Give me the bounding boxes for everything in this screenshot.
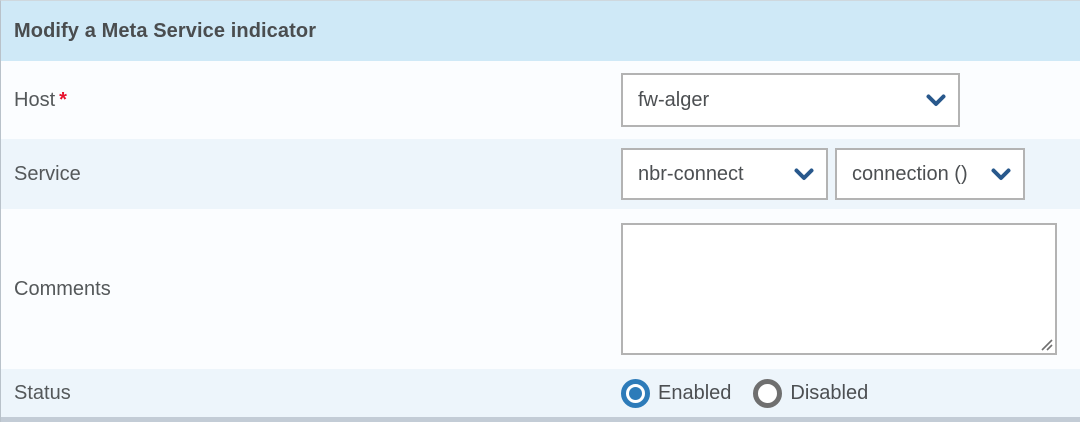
comments-textarea[interactable] <box>621 223 1057 355</box>
chevron-down-icon <box>794 168 814 180</box>
host-label-cell: Host* <box>1 89 621 112</box>
status-label: Status <box>14 381 71 404</box>
chevron-down-icon <box>991 168 1011 180</box>
metric-select-value: connection () <box>852 162 968 185</box>
comments-row: Comments <box>1 209 1080 369</box>
status-enabled-label: Enabled <box>658 381 732 404</box>
host-label: Host <box>14 88 56 111</box>
form-header: Modify a Meta Service indicator <box>1 1 1080 61</box>
status-row: Status Enabled Disabled <box>1 369 1080 417</box>
page-title: Modify a Meta Service indicator <box>14 19 317 42</box>
status-radio-enabled[interactable]: Enabled <box>621 378 732 408</box>
comments-label: Comments <box>14 277 111 300</box>
service-select-value: nbr-connect <box>638 162 744 185</box>
metric-select[interactable]: connection () <box>835 148 1025 200</box>
status-disabled-label: Disabled <box>790 381 869 404</box>
chevron-down-icon <box>926 94 946 106</box>
service-label-cell: Service <box>1 163 621 186</box>
panel-bottom-border <box>1 417 1080 422</box>
radio-selected-icon <box>621 378 650 408</box>
service-label: Service <box>14 162 81 185</box>
service-select[interactable]: nbr-connect <box>621 148 828 200</box>
comments-textarea-wrap <box>621 223 1057 355</box>
comments-label-cell: Comments <box>1 278 621 301</box>
host-row: Host* fw-alger <box>1 61 1080 139</box>
host-select[interactable]: fw-alger <box>621 73 960 127</box>
radio-unselected-icon <box>753 378 783 408</box>
status-label-cell: Status <box>1 382 621 405</box>
status-radio-disabled[interactable]: Disabled <box>753 378 869 408</box>
host-select-value: fw-alger <box>638 88 710 111</box>
required-asterisk: * <box>59 88 67 111</box>
status-radio-group: Enabled Disabled <box>621 378 869 408</box>
service-row: Service nbr-connect connection () <box>1 139 1080 209</box>
